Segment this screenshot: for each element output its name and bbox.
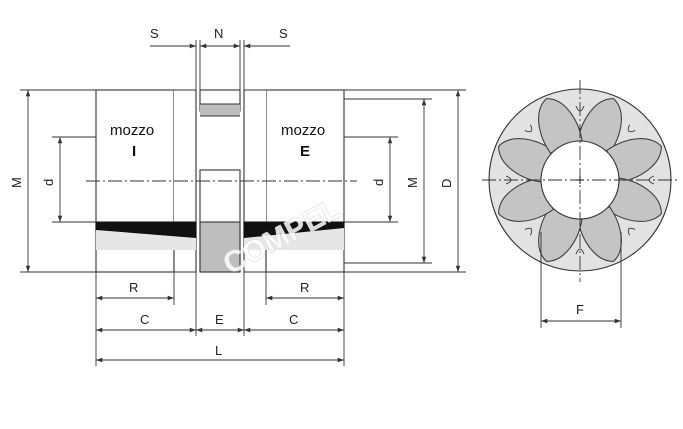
label-l: L	[215, 343, 222, 358]
label-r-left: R	[129, 280, 138, 295]
spider-petal	[538, 206, 583, 262]
jaw-notch	[524, 227, 533, 236]
label-s-right: S	[279, 26, 288, 41]
label-r-right: R	[300, 280, 309, 295]
label-d-outer: D	[439, 179, 454, 188]
spider-petal	[498, 177, 554, 222]
side-dimension-lines	[20, 40, 466, 366]
jaw-notch	[524, 124, 533, 133]
side-view	[86, 89, 357, 273]
spider-petal	[577, 206, 622, 262]
spider-petal	[498, 138, 554, 183]
front-view	[482, 80, 678, 282]
label-d-left: d	[41, 179, 56, 186]
right-hub-name: mozzo	[281, 122, 325, 139]
label-m-right: M	[405, 177, 420, 188]
label-e: E	[215, 312, 224, 327]
spider-grey-section	[199, 221, 241, 273]
jaw-notch	[627, 227, 636, 236]
label-d-right: d	[371, 179, 386, 186]
jaw-notch	[575, 248, 585, 255]
spider-petals	[498, 98, 662, 262]
spider-petal	[577, 98, 622, 154]
label-n: N	[214, 26, 223, 41]
label-c-left: C	[140, 312, 149, 327]
label-s-left: S	[150, 26, 159, 41]
spider-petal	[606, 138, 662, 183]
front-dimension-lines	[540, 232, 622, 328]
left-hub-id: I	[132, 143, 136, 160]
label-f: F	[576, 302, 584, 317]
right-hub-id: E	[300, 143, 310, 160]
spider-petal	[606, 177, 662, 222]
jaw-notch	[627, 124, 636, 133]
label-c-right: C	[289, 312, 298, 327]
left-hub-name: mozzo	[110, 122, 154, 139]
label-m-left: M	[9, 177, 24, 188]
spider-petal	[538, 98, 583, 154]
